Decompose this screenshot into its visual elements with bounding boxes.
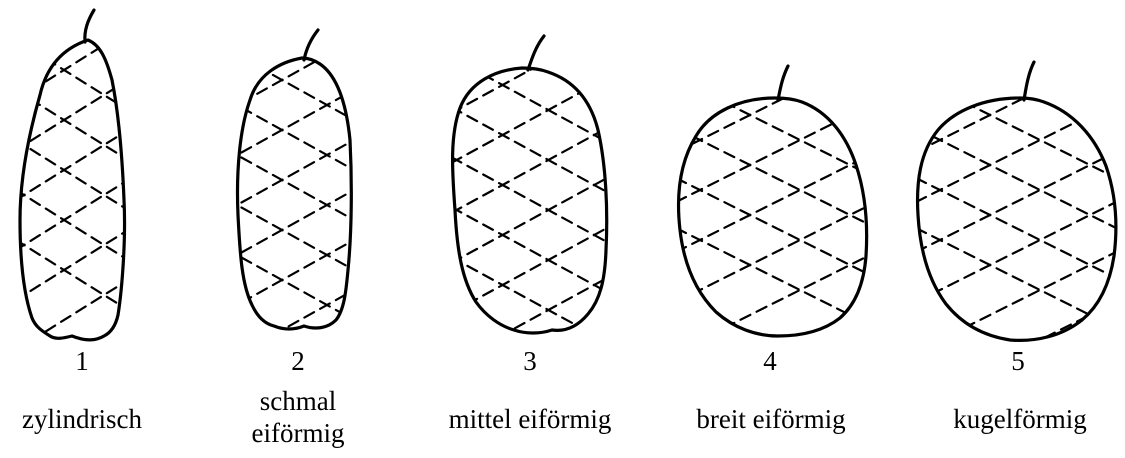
cone-2-number: 2 <box>268 346 328 376</box>
cone-4-label: breit eiförmig <box>676 404 866 434</box>
cone-4-number: 4 <box>740 346 800 376</box>
cone-1-label: zylindrisch <box>2 404 162 434</box>
cone-2-label-line2: eiförmig <box>228 418 368 448</box>
cone-5-number: 5 <box>988 346 1048 376</box>
cone-3-drawing <box>420 0 640 380</box>
cone-3-label: mittel eiförmig <box>425 404 635 434</box>
cone-5-label: kugelförmig <box>930 404 1110 434</box>
cone-1-number: 1 <box>52 346 112 376</box>
cone-3-number: 3 <box>500 346 560 376</box>
cone-1-drawing <box>0 0 160 360</box>
cone-2-drawing <box>210 0 390 370</box>
cone-2-label-line1: schmal <box>228 386 368 416</box>
